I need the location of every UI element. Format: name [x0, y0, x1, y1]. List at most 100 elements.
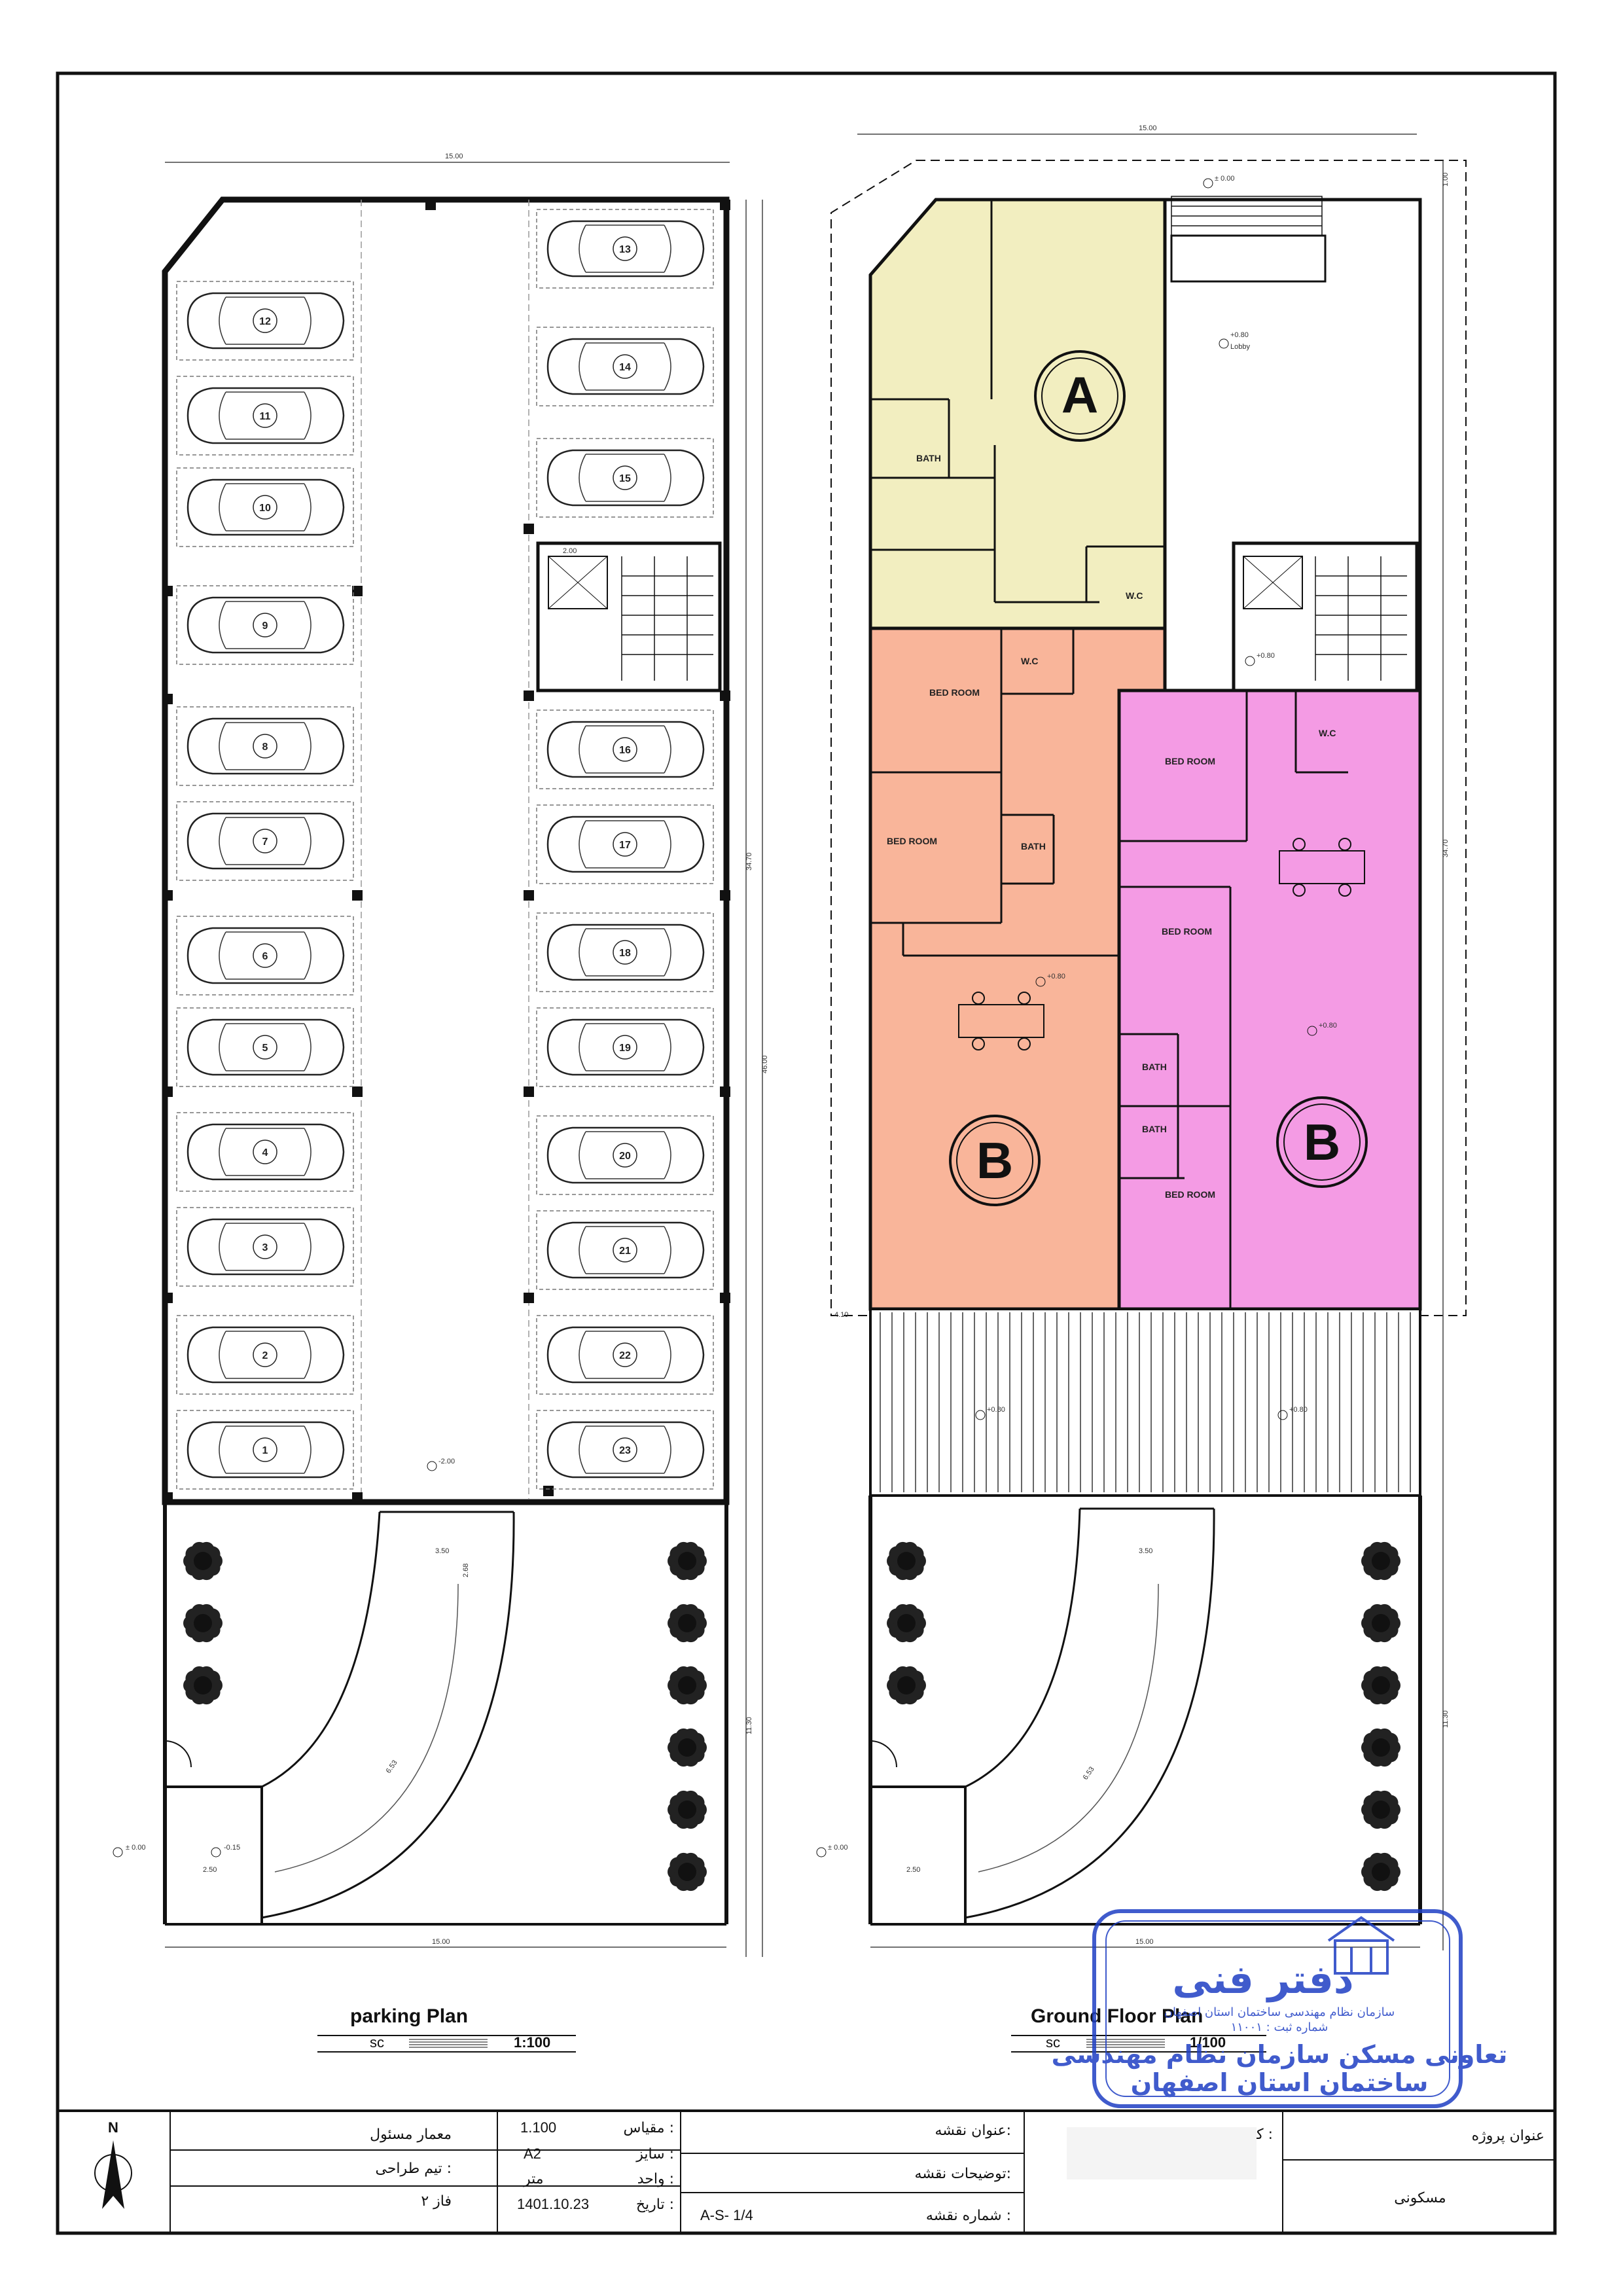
parking-scale: 1:100: [514, 2034, 550, 2051]
parking-stall-number: 11: [260, 411, 271, 422]
tree-icon: [1361, 1852, 1400, 1892]
tree-icon: [183, 1541, 223, 1581]
tree-icon: [1361, 1666, 1400, 1705]
scale-label: مقیاس :: [623, 2120, 674, 2136]
level-minus-2: -2.00: [438, 1458, 455, 1465]
tree-icon: [1361, 1541, 1400, 1581]
date-label: تاریخ :: [636, 2197, 674, 2213]
car-icon: [546, 721, 705, 778]
ground-plan-title: Ground Floor Plan: [1031, 2005, 1203, 2027]
title-block: N معمار مسئول تیم طراحی : فاز ۲ 1.100 مق…: [56, 2109, 1556, 2234]
date-value: 1401.10.23: [517, 2196, 589, 2212]
map-number-label: شماره نقشه :: [926, 2208, 1011, 2224]
car-icon: [187, 812, 345, 870]
car-icon: [546, 1326, 705, 1384]
level-canopy-left: +0.80: [987, 1406, 1005, 1414]
north-arrow-icon: N: [94, 2119, 132, 2209]
car-icon: [187, 1421, 345, 1479]
parking-stall-number: 17: [619, 840, 631, 851]
car-icon: [187, 1018, 345, 1076]
car-icon: [187, 596, 345, 654]
map-title-label: عنوان نقشه:: [935, 2123, 1012, 2139]
parking-stall-number: 2: [262, 1350, 268, 1361]
parking-stall-number: 3: [262, 1242, 268, 1253]
ground-yard: 3.50 6.53 2.50 ± 0.00: [816, 1496, 1422, 1926]
car-icon: [187, 292, 345, 350]
car-icon: [187, 1218, 345, 1276]
stamp-line-5: ساختمان استان اصفهان: [1131, 2068, 1429, 2097]
unit-b2-bed2-label: BED ROOM: [1162, 926, 1212, 937]
parking-stall: 14: [536, 327, 714, 406]
dim-setback: 4.10: [834, 1311, 848, 1319]
parking-stall-number: 18: [619, 948, 631, 959]
tree-icon: [887, 1604, 926, 1643]
stamp-line-1: دفتر فنی: [1172, 1957, 1353, 2003]
tree-icon: [1361, 1790, 1400, 1829]
car-icon: [187, 927, 345, 984]
parking-stall-number: 6: [262, 951, 268, 962]
dim-ramp-width: 3.50: [435, 1547, 449, 1555]
dim-total-length: 46.00: [761, 1055, 769, 1073]
parking-stall: 4: [176, 1112, 354, 1192]
dim-ground-side: 2.50: [906, 1866, 920, 1874]
unit-b2-wc-label: W.C: [1319, 728, 1336, 738]
parking-stall: 5: [176, 1007, 354, 1087]
parking-stall-number: 22: [619, 1350, 631, 1361]
entrance-stairs: [1170, 196, 1327, 283]
parking-level-mark: -2.00: [427, 1458, 455, 1471]
unit-value: متر: [523, 2171, 544, 2187]
parking-stall-number: 7: [262, 836, 268, 848]
tree-icon: [183, 1666, 223, 1705]
dim-yard: 11.30: [745, 1717, 753, 1734]
stamp-line-2: سازمان نظام مهندسی ساختمان استان اصفهان: [1164, 2005, 1395, 2019]
level-minus-015: -0.15: [224, 1844, 240, 1852]
car-icon: [546, 1221, 705, 1279]
unit-b1-label: B: [976, 1132, 1013, 1189]
ground-trees: [887, 1541, 1400, 1892]
parking-stall: 9: [176, 585, 354, 665]
parking-yard: 3.50 2.68 6.53 2.50 -0.15 ± 0.00: [113, 1502, 728, 1926]
architect-label: معمار مسئول: [370, 2126, 452, 2143]
car-icon: [546, 816, 705, 873]
parking-stall: 2: [176, 1315, 354, 1395]
tree-icon: [668, 1541, 707, 1581]
parking-stall-number: 15: [619, 473, 631, 484]
tree-icon: [668, 1852, 707, 1892]
parking-stall-number: 12: [259, 316, 271, 327]
stamp-building-icon: [1327, 1916, 1395, 1975]
map-desc-label: توضیحات نقشه:: [914, 2166, 1011, 2182]
parking-stall: 10: [176, 467, 354, 547]
lobby-label: Lobby: [1230, 343, 1250, 351]
car-icon: [187, 1123, 345, 1181]
parking-stall-number: 20: [619, 1151, 631, 1162]
level-b1: +0.80: [1047, 973, 1065, 980]
unit-b2-bed3-label: BED ROOM: [1165, 1189, 1215, 1200]
dim-front: 1.00: [1442, 173, 1450, 187]
parking-stall: 12: [176, 281, 354, 361]
dim-width-top: 15.00: [445, 152, 463, 160]
design-team-label: تیم طراحی :: [376, 2161, 452, 2177]
parking-sc: sc: [370, 2034, 384, 2051]
dim-side: 2.50: [203, 1866, 217, 1874]
car-icon: [187, 387, 345, 444]
map-number-value: A-S- 1/4: [700, 2207, 753, 2223]
unit-b1-bed2-label: BED ROOM: [887, 836, 937, 846]
employer-redacted: [1067, 2127, 1257, 2179]
parking-stall-number: 1: [262, 1445, 268, 1456]
tree-icon: [183, 1604, 223, 1643]
unit-b1-dining-table: [958, 992, 1044, 1050]
car-icon: [187, 478, 345, 536]
car-icon: [546, 338, 705, 395]
parking-stall-number: 9: [262, 620, 268, 632]
parking-stall: 23: [536, 1410, 714, 1490]
phase-label: فاز ۲: [421, 2193, 452, 2210]
level-b2: +0.80: [1319, 1022, 1337, 1030]
ground-scale: 1/100: [1190, 2034, 1226, 2051]
parking-stall: 13: [536, 209, 714, 289]
scale-value: 1.100: [520, 2119, 556, 2136]
dim-ground-ramp-radius: 6.53: [1082, 1765, 1096, 1781]
dim-ground-width-bottom: 15.00: [1135, 1938, 1154, 1946]
dim-ramp-radius: 6.53: [385, 1759, 399, 1774]
